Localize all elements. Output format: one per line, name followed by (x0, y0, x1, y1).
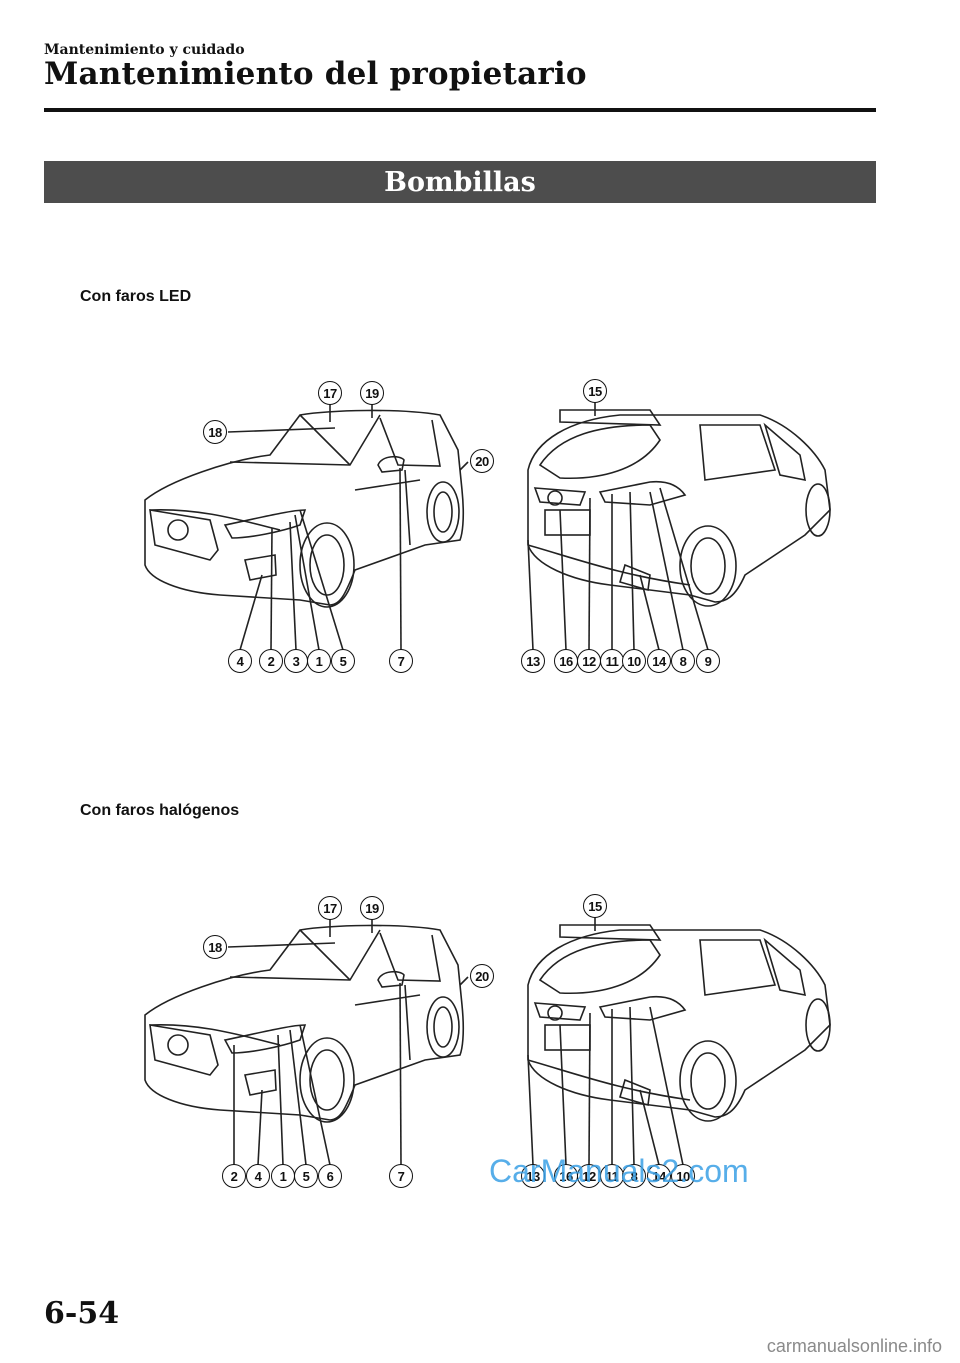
watermark-text: CarManuals2.com (489, 1153, 749, 1189)
callout-20: 20 (470, 449, 494, 473)
banner-title: Bombillas (384, 166, 536, 198)
footer-site-link[interactable]: carmanualsonline.info (766, 1336, 942, 1356)
callout-11: 11 (600, 649, 624, 673)
callout-11-halogen: 11 (600, 1164, 624, 1188)
callout-19: 19 (360, 381, 384, 405)
callout-10: 10 (622, 649, 646, 673)
callout-7-halogen: 7 (389, 1164, 413, 1188)
callout-10-halogen: 10 (671, 1164, 695, 1188)
section-title: Mantenimiento y cuidado (44, 42, 245, 58)
subheading-led: Con faros LED (80, 288, 192, 305)
topic-banner: Bombillas (44, 161, 876, 203)
callout-12: 12 (577, 649, 601, 673)
callout-5-halogen: 5 (294, 1164, 318, 1188)
callout-15-halogen: 15 (583, 894, 607, 918)
car-illustration-halogen (144, 917, 831, 1166)
callout-2: 2 (259, 649, 283, 673)
callout-17: 17 (318, 381, 342, 405)
callout-20-halogen: 20 (470, 964, 494, 988)
callout-15: 15 (583, 379, 607, 403)
callout-13: 13 (521, 649, 545, 673)
callout-19-halogen: 19 (360, 896, 384, 920)
callout-4: 4 (228, 649, 252, 673)
callout-6-halogen: 6 (318, 1164, 342, 1188)
callout-4-halogen: 4 (246, 1164, 270, 1188)
callout-3: 3 (284, 649, 308, 673)
callout-16-halogen: 16 (554, 1164, 578, 1188)
callout-9: 9 (696, 649, 720, 673)
callout-7: 7 (389, 649, 413, 673)
subheading-halogen: Con faros halógenos (80, 802, 240, 819)
page-number: 6-54 (44, 1296, 120, 1331)
callout-2-halogen: 2 (222, 1164, 246, 1188)
callout-12-halogen: 12 (577, 1164, 601, 1188)
callout-13-halogen: 13 (521, 1164, 545, 1188)
chapter-title: Mantenimiento del propietario (44, 56, 587, 92)
callout-18-halogen: 18 (203, 935, 227, 959)
callout-1-halogen: 1 (271, 1164, 295, 1188)
callout-5: 5 (331, 649, 355, 673)
figure-halogen: 17 19 18 20 2 4 1 5 6 7 15 13 16 12 11 8… (0, 885, 960, 1205)
callout-17-halogen: 17 (318, 896, 342, 920)
car-illustration-led (144, 402, 831, 651)
figure-led: 17 19 18 20 4 2 3 1 5 7 15 13 16 12 11 1… (0, 370, 960, 690)
callout-8: 8 (671, 649, 695, 673)
callout-1: 1 (307, 649, 331, 673)
callout-18: 18 (203, 420, 227, 444)
callout-8-halogen: 8 (622, 1164, 646, 1188)
header-rule (44, 108, 876, 112)
callout-14-halogen: 14 (647, 1164, 671, 1188)
callout-16: 16 (554, 649, 578, 673)
callout-14: 14 (647, 649, 671, 673)
